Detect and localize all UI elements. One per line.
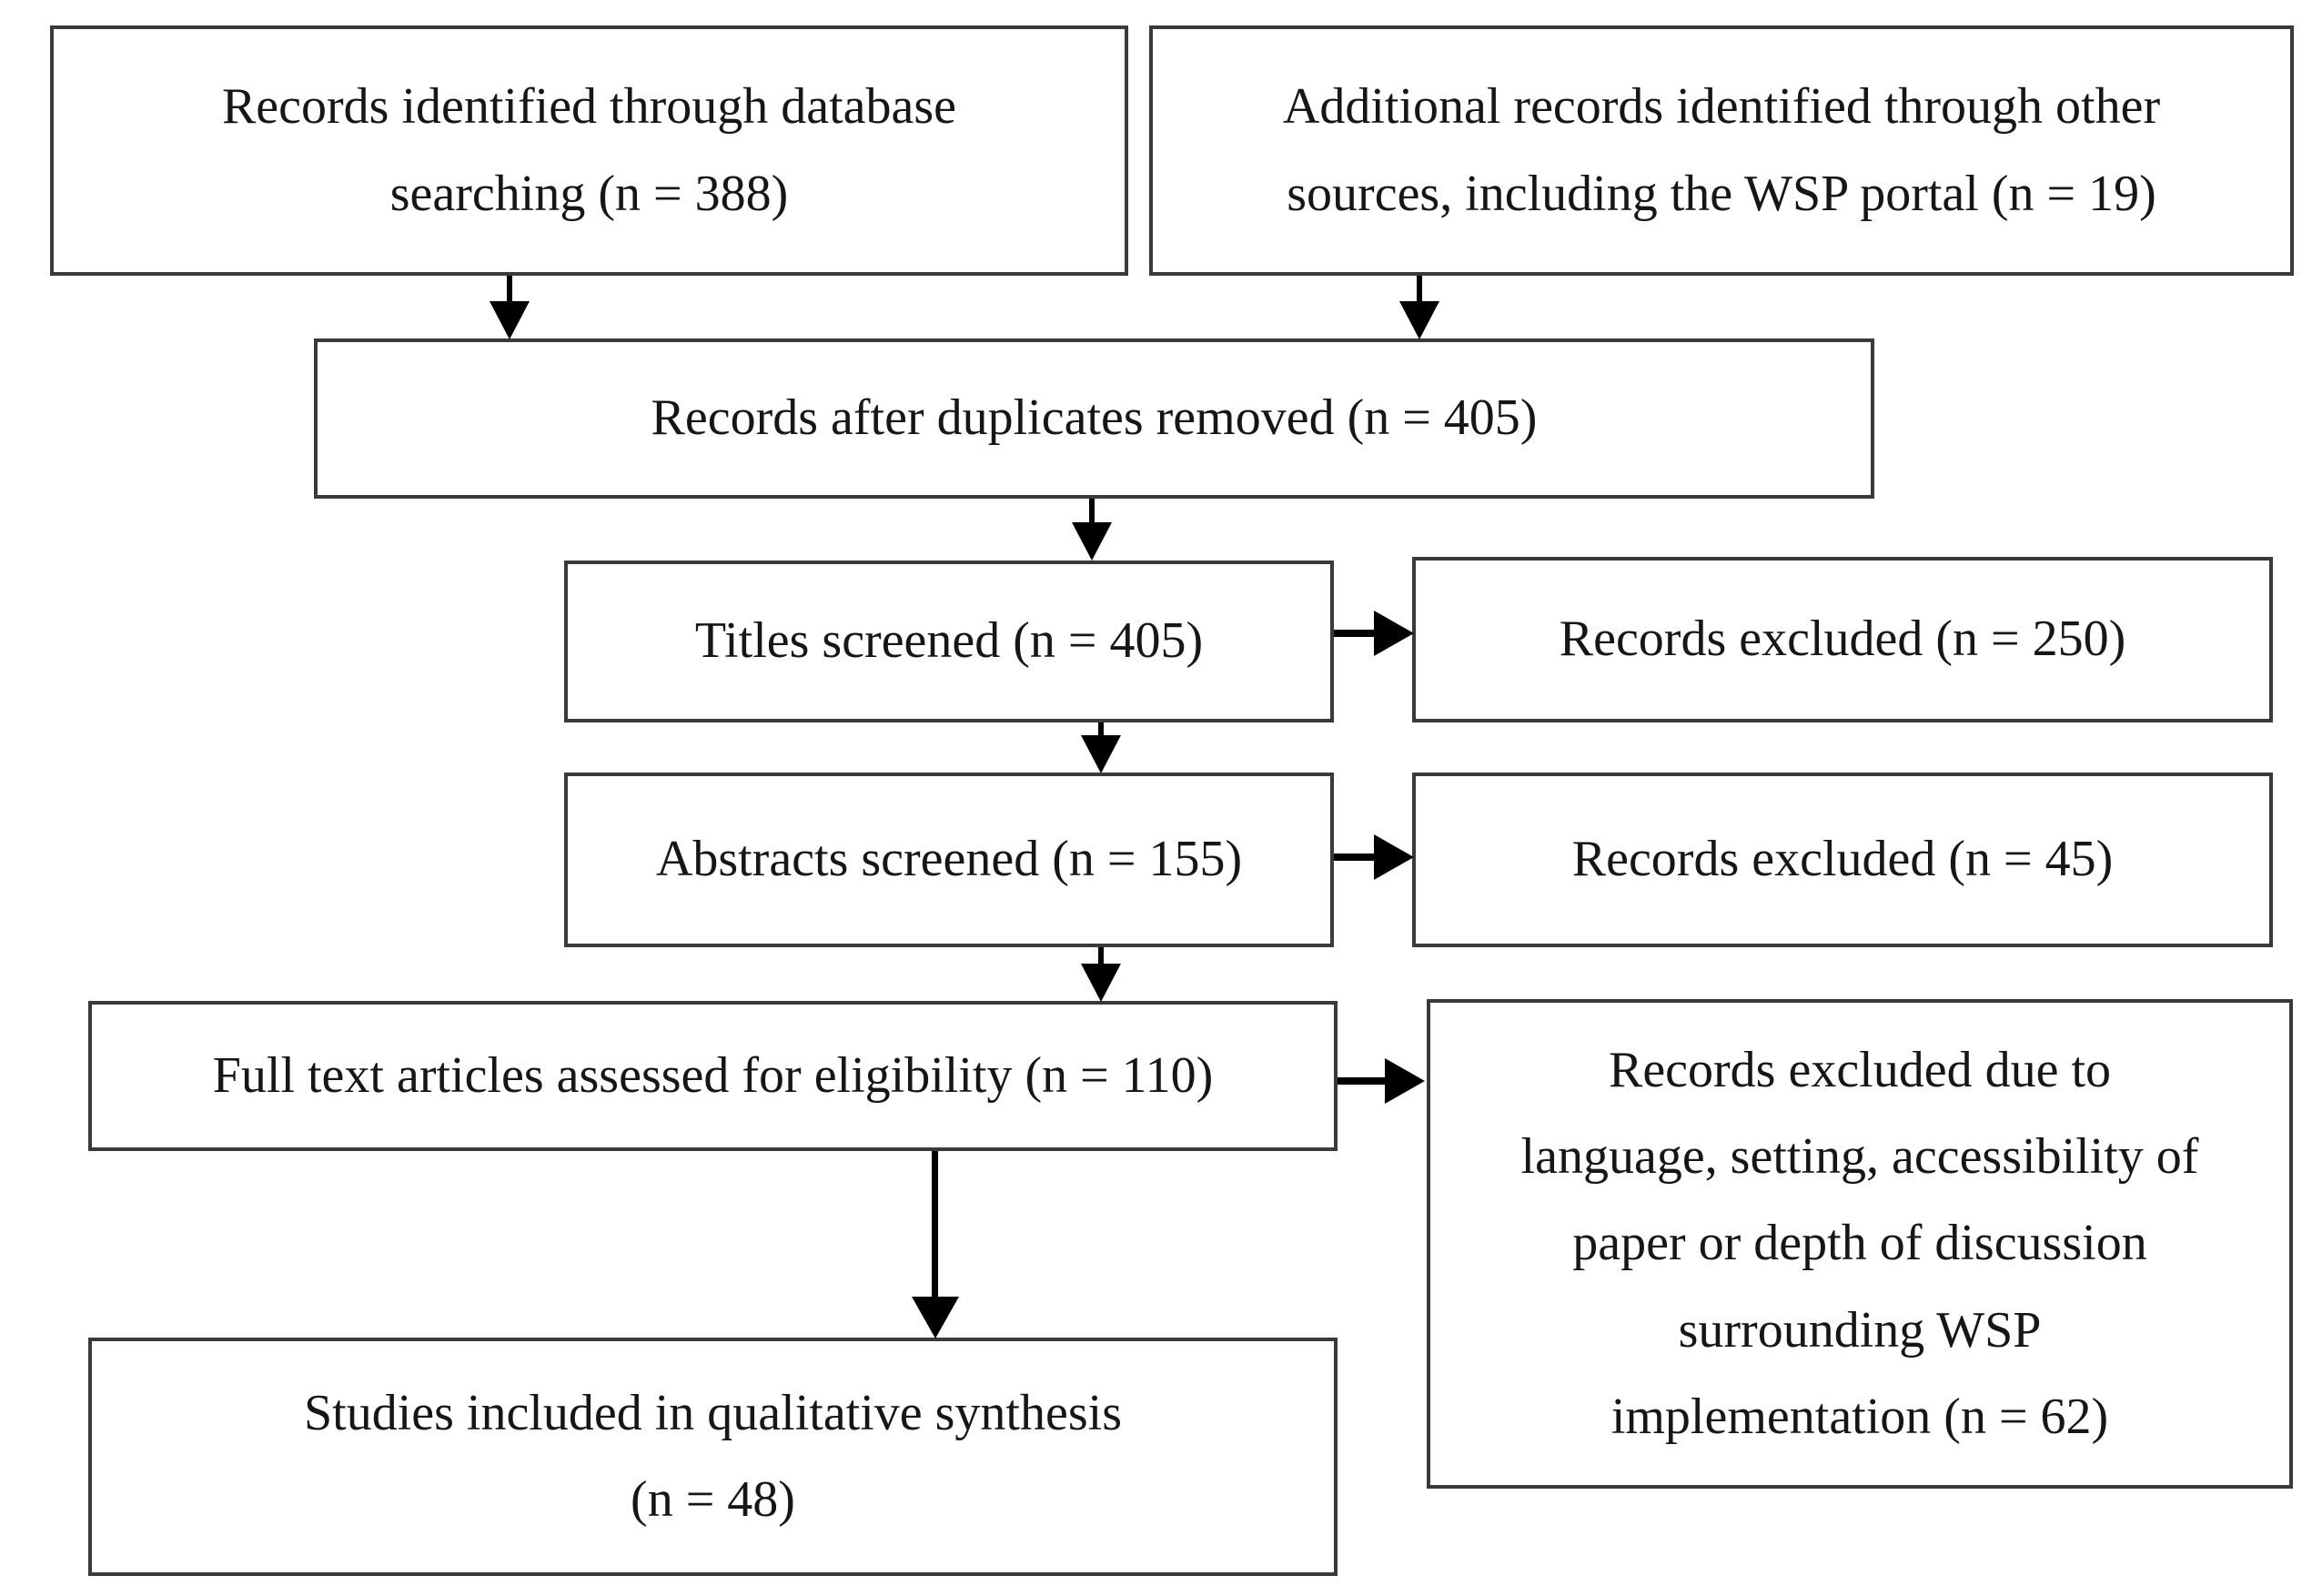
- node-label: Full text articles assessed for eligibil…: [212, 1046, 1214, 1104]
- node-label: Records excluded (n = 45): [1571, 831, 2114, 888]
- arrow-fulltext-to-excluded-icon: [1338, 1077, 1385, 1085]
- arrow-abstracts-to-excluded-icon: [1334, 854, 1374, 861]
- node-label: Titles screened (n = 405): [694, 612, 1204, 670]
- node-records-identified-database: Records identified through database sear…: [50, 25, 1128, 276]
- node-additional-records-other-sources: Additional records identified through ot…: [1149, 25, 2294, 276]
- node-titles-screened: Titles screened (n = 405): [564, 561, 1334, 722]
- node-records-after-duplicates-removed: Records after duplicates removed (n = 40…: [314, 338, 1874, 499]
- arrow-fulltext-to-included-icon: [932, 1151, 938, 1297]
- node-label: Additional records identified through ot…: [1282, 78, 2161, 222]
- node-abstracts-screened: Abstracts screened (n = 155): [564, 773, 1334, 947]
- node-fulltext-assessed: Full text articles assessed for eligibil…: [88, 1001, 1338, 1151]
- arrow-abstracts-to-fulltext-icon: [1098, 947, 1104, 964]
- node-records-excluded-titles: Records excluded (n = 250): [1412, 557, 2273, 722]
- node-label: Studies included in qualitative synthesi…: [303, 1384, 1122, 1528]
- node-records-excluded-abstracts: Records excluded (n = 45): [1412, 773, 2273, 947]
- arrow-other-sources-to-duplicates-icon: [1417, 276, 1422, 301]
- node-label: Records excluded (n = 250): [1559, 611, 2126, 668]
- arrow-database-to-duplicates-icon: [507, 276, 512, 301]
- arrow-duplicates-to-titles-icon: [1089, 499, 1095, 522]
- node-records-excluded-fulltext: Records excluded due to language, settin…: [1427, 999, 2293, 1489]
- node-label: Records after duplicates removed (n = 40…: [651, 389, 1538, 447]
- arrow-titles-to-excluded-icon: [1334, 630, 1374, 637]
- node-studies-included-qualitative: Studies included in qualitative synthesi…: [88, 1338, 1338, 1576]
- node-label: Abstracts screened (n = 155): [655, 831, 1243, 888]
- node-label: Records identified through database sear…: [221, 78, 957, 222]
- node-label: Records excluded due to language, settin…: [1520, 1042, 2199, 1445]
- arrow-titles-to-abstracts-icon: [1098, 722, 1104, 735]
